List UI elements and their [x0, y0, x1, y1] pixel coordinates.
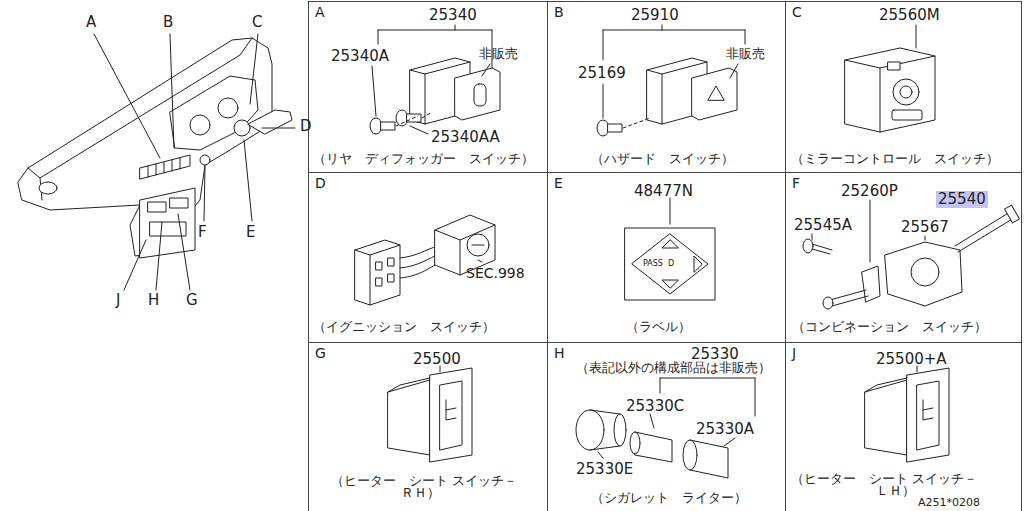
note: 非販売 [726, 47, 765, 61]
part-number: 25500 [413, 351, 461, 368]
view-letter: H [148, 292, 159, 309]
cell-letter: C [792, 5, 802, 20]
part-number: 25340A [331, 48, 389, 65]
view-letter: G [186, 292, 198, 309]
figure-number: A251*0208 [918, 497, 980, 509]
part-caption: （イグニッション スイッチ） [313, 320, 495, 334]
leader-lines [94, 34, 295, 290]
section-reference: SEC.998 [466, 266, 525, 281]
part-caption: （リヤ ディフォッガー スイッチ） [313, 152, 534, 166]
part-cell: A 25340 25340A 非販売 25340AA （リヤ ディフォッガー スイッチ） [308, 1, 548, 173]
cell-letter: A [315, 5, 325, 20]
view-letter: D [300, 118, 312, 135]
part-cell: G 25500 （ヒーター シート スイッチ－ＲＨ） [308, 342, 548, 511]
part-cell: H25330（表記以外の構成部品は非販売）25330C25330A25330E（… [547, 342, 786, 511]
view-letter: F [198, 224, 207, 241]
part-number: 25330E [576, 461, 633, 478]
part-number: 25260P [841, 183, 898, 200]
cell-letter: F [792, 176, 800, 191]
part-number: 25545A [794, 217, 852, 234]
part-caption: （シガレット ライター） [591, 491, 747, 505]
part-caption: （コンビネーション スイッチ） [792, 320, 987, 334]
part-number: 25340 [429, 7, 477, 24]
seat-heater-switch-rh-drawing [388, 366, 472, 462]
part-number: 25567 [901, 219, 949, 236]
cell-letter: J [792, 346, 796, 361]
part-caption: （ハザード スイッチ） [591, 152, 734, 166]
part-number: 25340AA [431, 129, 500, 146]
part-number: 48477N [634, 183, 693, 200]
part-cell: F 25260P 25540 25545A 25567 （コンビネーション スイッチ） [785, 172, 1022, 343]
cell-letter: E [554, 176, 563, 191]
part-number: 25910 [631, 7, 679, 24]
defogger-switch-drawing [370, 25, 500, 134]
part-cell: E 48477N PASS D （ラベル） [547, 172, 786, 343]
cigarette-lighter-drawing [576, 378, 755, 478]
part-number: 25330A [696, 421, 754, 438]
part-caption: （ヒーター シート スイッチ－ＲＨ） [331, 475, 521, 499]
part-cell: D SEC.998 （イグニッション スイッチ） [308, 172, 548, 343]
note: （表記以外の構成部品は非販売） [576, 361, 771, 375]
part-number: 25169 [578, 65, 626, 82]
seat-heater-switch-lh-drawing [865, 366, 949, 462]
view-letter: E [246, 224, 255, 241]
ignition-switch-drawing [355, 215, 495, 305]
part-number: 25330C [626, 398, 684, 415]
part-caption: （ラベル） [626, 320, 691, 334]
part-number: 25500+A [876, 351, 947, 368]
label-drawing [625, 198, 715, 300]
label-symbol-text: PASS [643, 260, 663, 269]
cell-letter: H [554, 346, 565, 361]
view-letter: C [252, 14, 262, 31]
view-letter: B [163, 14, 173, 31]
part-number: 25540 [936, 191, 988, 208]
part-number: 25560M [879, 7, 940, 24]
part-cell: C 25560M （ミラーコントロール スイッチ） [785, 1, 1022, 173]
part-caption: （ヒーター シート スイッチ－ＬＨ） [791, 473, 1001, 497]
mirror-switch-drawing [845, 25, 935, 132]
part-cell: B 25910 25169 非販売 （ハザード スイッチ） [547, 1, 786, 173]
part-caption: （ミラーコントロール スイッチ） [791, 152, 999, 166]
note: 非販売 [479, 47, 518, 61]
cell-letter: G [315, 346, 326, 361]
view-letter: J [116, 292, 120, 309]
label-symbol-text: D [668, 260, 674, 269]
cell-letter: D [315, 176, 326, 191]
part-cell: J 25500+A （ヒーター シート スイッチ－ＬＨ） [785, 342, 1022, 511]
view-letter: A [86, 14, 96, 31]
cell-letter: B [554, 5, 564, 20]
